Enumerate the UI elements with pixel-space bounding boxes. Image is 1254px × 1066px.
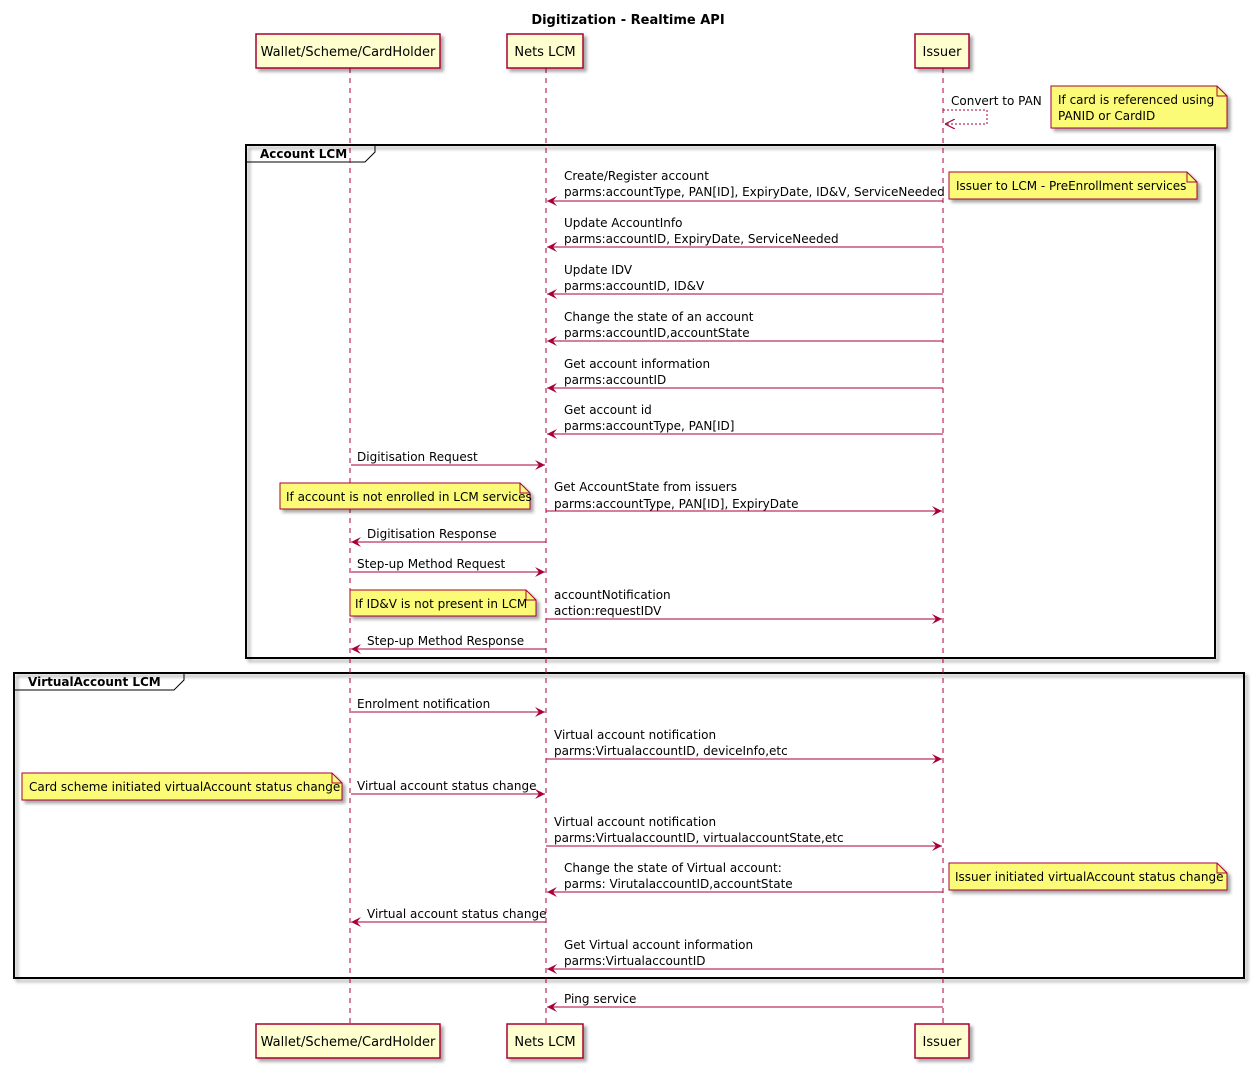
- group-account-label: Account LCM: [260, 147, 347, 161]
- note-line: PANID or CardID: [1058, 109, 1155, 123]
- note-text: Card scheme initiated virtualAccount sta…: [29, 780, 340, 794]
- diagram-title: Digitization - Realtime API: [531, 13, 724, 28]
- message-change-state-account: Change the state of an account parms:acc…: [547, 310, 943, 346]
- message-get-account-id: Get account id parms:accountType, PAN[ID…: [547, 403, 943, 439]
- participant-wallet-label: Wallet/Scheme/CardHolder: [261, 45, 436, 60]
- note-text: Issuer initiated virtualAccount status c…: [955, 870, 1223, 884]
- message-label: Digitisation Response: [367, 527, 497, 541]
- message-label: Update IDV: [564, 263, 633, 277]
- message-label: Create/Register account: [564, 169, 709, 183]
- participant-nets-bottom: Nets LCM: [506, 1023, 584, 1059]
- message-virtual-status-change-1: Virtual account status change: [351, 779, 545, 799]
- note-card-scheme-initiated: Card scheme initiated virtualAccount sta…: [21, 772, 343, 801]
- participant-wallet-label: Wallet/Scheme/CardHolder: [261, 1035, 436, 1050]
- participant-wallet-top: Wallet/Scheme/CardHolder: [255, 33, 441, 69]
- participant-issuer-label: Issuer: [923, 45, 963, 60]
- message-stepup-request: Step-up Method Request: [351, 557, 545, 577]
- message-label: Convert to PAN: [951, 94, 1042, 108]
- group-virtualaccount-lcm: VirtualAccount LCM: [13, 672, 1245, 979]
- message-params: parms:VirtualaccountID, deviceInfo,etc: [554, 744, 788, 758]
- message-label: Step-up Method Response: [367, 634, 524, 648]
- message-label: Get Virtual account information: [564, 938, 753, 952]
- message-label: Virtual account notification: [554, 815, 716, 829]
- message-digitisation-request: Digitisation Request: [351, 450, 545, 470]
- message-update-idv: Update IDV parms:accountID, ID&V: [547, 263, 943, 299]
- group-virtual-label: VirtualAccount LCM: [28, 675, 161, 689]
- message-get-account-information: Get account information parms:accountID: [547, 357, 943, 393]
- note-text: If account is not enrolled in LCM servic…: [286, 490, 532, 504]
- message-label: Get AccountState from issuers: [554, 480, 737, 494]
- message-label: Change the state of Virtual account:: [564, 861, 782, 875]
- message-label: Ping service: [564, 992, 636, 1006]
- message-stepup-response: Step-up Method Response: [351, 634, 546, 654]
- message-label: Change the state of an account: [564, 310, 754, 324]
- message-get-accountstate: Get AccountState from issuers parms:acco…: [546, 480, 942, 516]
- participant-nets-label: Nets LCM: [514, 45, 575, 60]
- note-issuer-initiated: Issuer initiated virtualAccount status c…: [948, 862, 1228, 891]
- participant-nets-top: Nets LCM: [506, 33, 584, 69]
- participant-issuer-label: Issuer: [923, 1035, 963, 1050]
- message-virtual-account-notification-1: Virtual account notification parms:Virtu…: [546, 728, 942, 764]
- message-account-notification: accountNotification action:requestIDV: [546, 588, 942, 624]
- message-params: parms:accountID: [564, 373, 666, 387]
- message-ping-service: Ping service: [547, 992, 943, 1012]
- participant-wallet-bottom: Wallet/Scheme/CardHolder: [255, 1023, 441, 1059]
- message-update-accountinfo: Update AccountInfo parms:accountID, Expi…: [547, 216, 943, 252]
- message-get-virtual-account-info: Get Virtual account information parms:Vi…: [547, 938, 943, 974]
- message-virtual-account-notification-2: Virtual account notification parms:Virtu…: [546, 815, 942, 851]
- message-label: Virtual account status change: [367, 907, 547, 921]
- message-label: accountNotification: [554, 588, 671, 602]
- participant-nets-label: Nets LCM: [514, 1035, 575, 1050]
- message-params: parms:accountID, ID&V: [564, 279, 705, 293]
- participant-issuer-bottom: Issuer: [914, 1023, 970, 1059]
- note-issuer-to-lcm: Issuer to LCM - PreEnrollment services: [948, 171, 1198, 200]
- self-message-convert-to-pan: Convert to PAN: [943, 94, 1042, 124]
- message-label: Update AccountInfo: [564, 216, 682, 230]
- message-label: Get account id: [564, 403, 652, 417]
- message-label: Virtual account notification: [554, 728, 716, 742]
- message-label: Virtual account status change: [357, 779, 537, 793]
- message-params: parms:accountID, ExpiryDate, ServiceNeed…: [564, 232, 839, 246]
- note-idv-not-present: If ID&V is not present in LCM: [349, 589, 537, 617]
- message-label: Digitisation Request: [357, 450, 478, 464]
- message-label: Step-up Method Request: [357, 557, 506, 571]
- participant-issuer-top: Issuer: [914, 33, 970, 69]
- message-digitisation-response: Digitisation Response: [351, 527, 546, 547]
- message-params: parms:accountType, PAN[ID], ExpiryDate: [554, 497, 798, 511]
- message-params: action:requestIDV: [554, 604, 662, 618]
- message-label: Get account information: [564, 357, 710, 371]
- message-virtual-status-change-2: Virtual account status change: [351, 907, 547, 927]
- message-params: parms: VirutalaccountID,accountState: [564, 877, 793, 891]
- message-create-register-account: Create/Register account parms:accountTyp…: [547, 169, 945, 206]
- note-text: If ID&V is not present in LCM: [355, 597, 527, 611]
- message-params: parms:VirtualaccountID, virtualaccountSt…: [554, 831, 844, 845]
- message-params: parms:accountType, PAN[ID]: [564, 419, 734, 433]
- message-change-state-virtual: Change the state of Virtual account: par…: [547, 861, 943, 897]
- note-line: If card is referenced using: [1058, 93, 1214, 107]
- message-params: parms:VirtualaccountID: [564, 954, 705, 968]
- note-card-referenced: If card is referenced using PANID or Car…: [1050, 85, 1228, 129]
- message-label: Enrolment notification: [357, 697, 490, 711]
- message-params: parms:accountType, PAN[ID], ExpiryDate, …: [564, 185, 945, 199]
- note-not-enrolled: If account is not enrolled in LCM servic…: [279, 482, 532, 510]
- group-account-lcm: Account LCM: [245, 144, 1216, 659]
- note-text: Issuer to LCM - PreEnrollment services: [956, 179, 1186, 193]
- message-enrolment-notification: Enrolment notification: [351, 697, 545, 717]
- message-params: parms:accountID,accountState: [564, 326, 750, 340]
